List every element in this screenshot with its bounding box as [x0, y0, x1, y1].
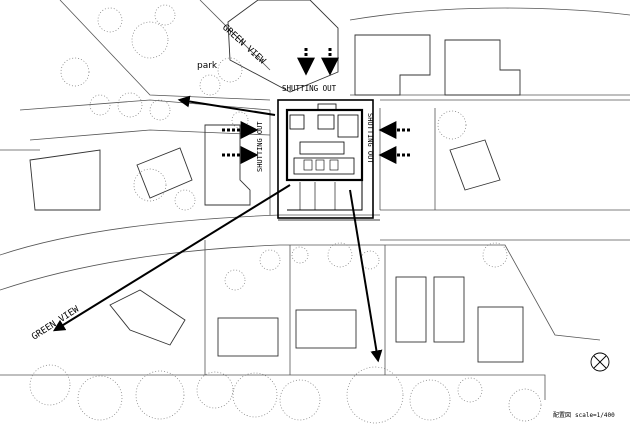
trees [29, 4, 542, 424]
shutting-out-arrows [222, 48, 410, 164]
green-view-label-left: GREEN VIEW [30, 304, 81, 342]
shutting-out-label-right: SHUTTING OUT [366, 113, 374, 164]
park-label: park [197, 61, 218, 71]
drawing-title: 配置図 [553, 412, 571, 419]
shutting-out-label-left: SHUTTING OUT [256, 121, 264, 172]
shutting-out-label-top: SHUTTING OUT [282, 84, 337, 93]
north-arrow-icon [590, 352, 610, 372]
view-arrow-southwest [52, 184, 291, 332]
scale-label: scale=1/400 [575, 412, 615, 419]
house-plan [277, 99, 380, 221]
green-view-label-top: GREEN VIEW [220, 23, 267, 67]
green-view-arrows [52, 95, 383, 363]
view-arrow-northwest [177, 95, 276, 116]
neighbour-buildings [29, 0, 524, 363]
view-arrow-south [349, 189, 383, 363]
